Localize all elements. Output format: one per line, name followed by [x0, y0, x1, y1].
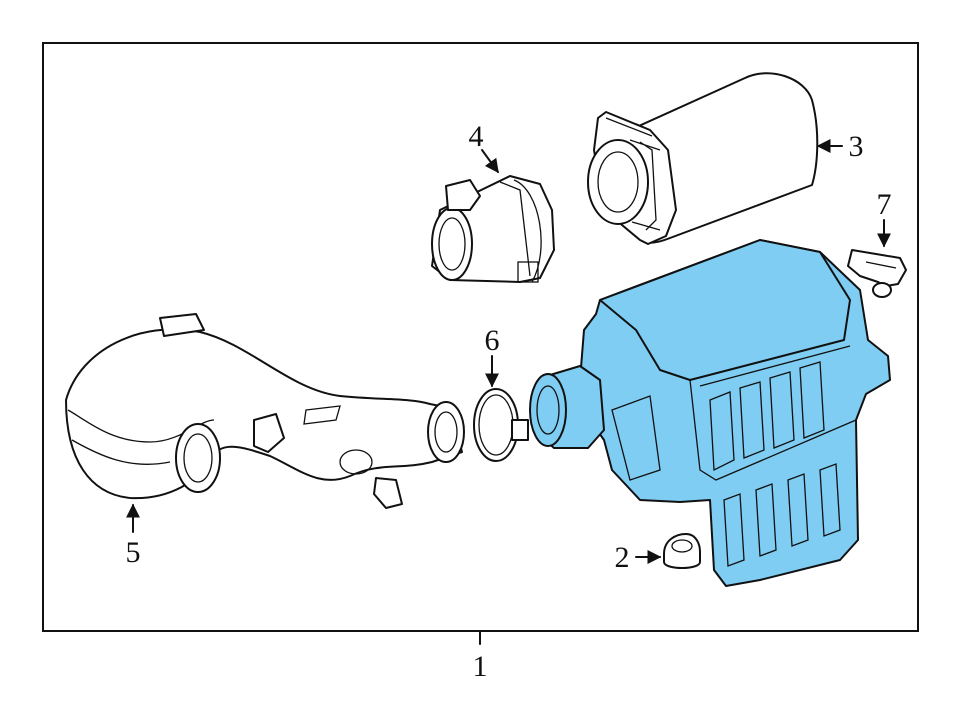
- grommet: [663, 533, 701, 569]
- callout-number-2: 2: [615, 541, 630, 574]
- air-filter-element: [587, 72, 819, 245]
- callout-number-4: 4: [469, 120, 484, 153]
- callout-number-7: 7: [877, 188, 892, 221]
- callout-number-3: 3: [849, 130, 864, 163]
- air-cleaner-housing: [529, 239, 891, 587]
- callout-4-leader: [481, 149, 499, 174]
- intake-duct: [65, 313, 465, 509]
- hose-clamp: [473, 388, 529, 462]
- mass-air-flow-meter: [431, 175, 555, 283]
- callout-number-1: 1: [473, 650, 488, 683]
- callout-number-5: 5: [126, 536, 141, 569]
- callout-number-6: 6: [485, 324, 500, 357]
- sensor: [847, 249, 907, 298]
